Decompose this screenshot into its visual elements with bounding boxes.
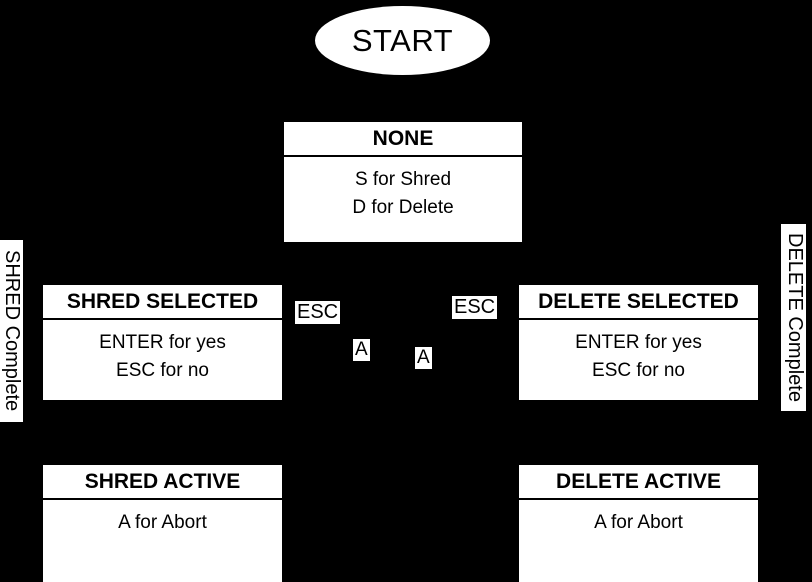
state-title-delete-selected: DELETE SELECTED (519, 285, 758, 321)
edge-label-shred-complete: SHRED Complete (0, 240, 23, 422)
state-title-shred-selected: SHRED SELECTED (43, 285, 282, 321)
state-body-shred-active: A for Abort (43, 500, 282, 582)
state-body-line: ENTER for yes (99, 332, 226, 354)
state-node-delete-active: DELETE ACTIVE A for Abort (519, 465, 758, 582)
state-body-shred-selected: ENTER for yes ESC for no (43, 320, 282, 400)
state-body-line: A for Abort (594, 512, 683, 534)
start-node: START (315, 6, 490, 75)
state-node-none: NONE S for Shred D for Delete (284, 122, 522, 242)
edge-label-esc-right: ESC (452, 296, 498, 319)
state-body-line: D for Delete (352, 196, 454, 218)
state-body-line: ESC for no (592, 359, 685, 381)
edge-label-delete-complete: DELETE Complete (781, 224, 806, 411)
state-body-line: ENTER for yes (575, 332, 702, 354)
state-body-none: S for Shred D for Delete (284, 157, 522, 242)
state-body-delete-active: A for Abort (519, 500, 758, 582)
state-title-none: NONE (284, 122, 522, 158)
state-title-shred-active: SHRED ACTIVE (43, 465, 282, 501)
state-node-shred-active: SHRED ACTIVE A for Abort (43, 465, 282, 582)
state-body-delete-selected: ENTER for yes ESC for no (519, 320, 758, 400)
state-node-delete-selected: DELETE SELECTED ENTER for yes ESC for no (519, 285, 758, 400)
state-body-line: ESC for no (116, 359, 209, 381)
start-node-label: START (351, 23, 454, 58)
state-title-delete-active: DELETE ACTIVE (519, 465, 758, 501)
state-body-line: S for Shred (354, 169, 452, 191)
edge-label-abort-left: A (353, 339, 370, 361)
state-node-shred-selected: SHRED SELECTED ENTER for yes ESC for no (43, 285, 282, 400)
edge-label-abort-right: A (415, 347, 432, 369)
state-body-line: A for Abort (118, 512, 207, 534)
edge-label-esc-left: ESC (295, 301, 341, 324)
